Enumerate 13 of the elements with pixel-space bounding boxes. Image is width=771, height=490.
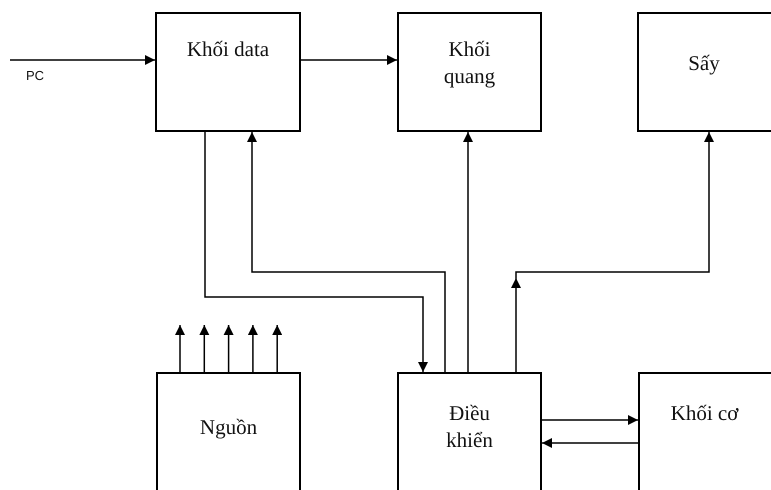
block-box (156, 372, 301, 490)
block-box (397, 372, 542, 490)
block-label: Khối cơ (670, 400, 740, 427)
block-box (155, 12, 301, 132)
block-box (637, 12, 771, 132)
edge-label: PC (26, 68, 44, 83)
block-box (638, 372, 771, 490)
block-label: Điều khiển (445, 400, 494, 454)
block-label: Sấy (687, 50, 721, 77)
block-box (397, 12, 542, 132)
block-label: Khối data (186, 36, 270, 63)
block-label: Khối quang (442, 36, 496, 90)
block-label: Nguồn (198, 414, 258, 441)
